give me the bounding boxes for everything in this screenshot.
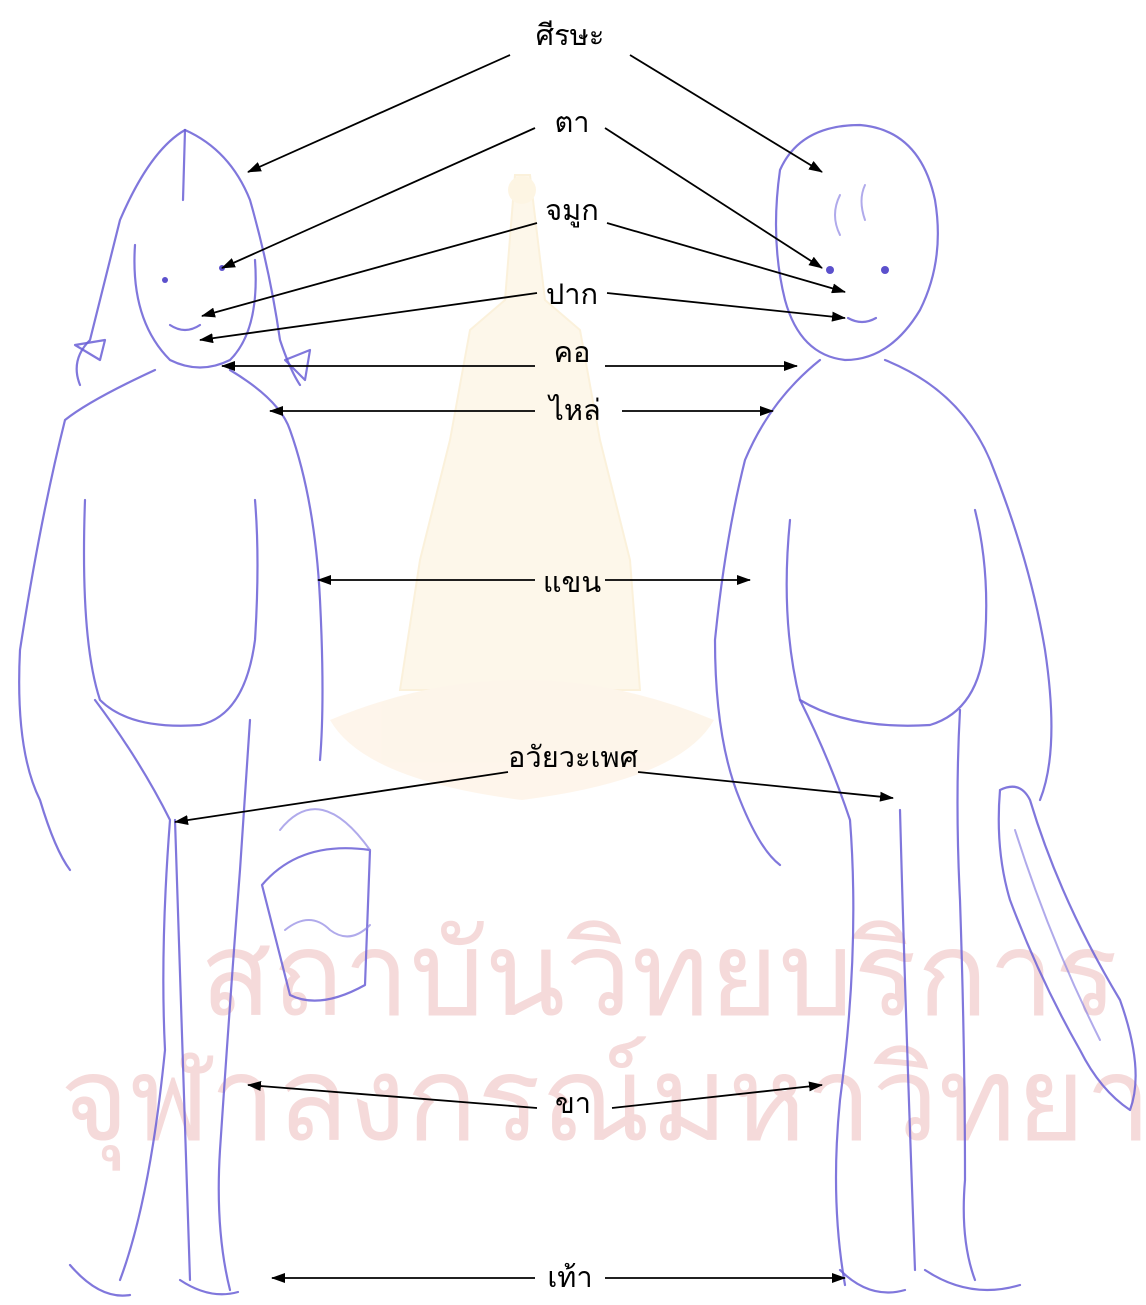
- label-nose: จมูก: [545, 193, 599, 228]
- watermark-text: สถาบันวิทยบริการ จุฬาลงกรณ์มหาวิทยาลัย: [60, 905, 1146, 1172]
- watermark-emblem: [330, 175, 714, 800]
- label-leg: ขา: [555, 1086, 591, 1120]
- arrow-eye-right: [605, 128, 822, 268]
- arrow-genitals-left: [175, 772, 508, 822]
- arrow-nose-right: [607, 223, 845, 292]
- arrow-genitals-right: [638, 772, 893, 798]
- label-neck: คอ: [554, 335, 591, 369]
- watermark-line-1: สถาบันวิทยบริการ: [200, 905, 1118, 1043]
- arrow-head-right: [630, 55, 822, 172]
- label-eye: ตา: [554, 105, 589, 139]
- label-foot: เท้า: [547, 1260, 592, 1294]
- arrow-nose-left: [202, 223, 537, 316]
- label-shoulder: ไหล่: [547, 393, 600, 427]
- label-genitals: อวัยวะเพศ: [508, 740, 639, 774]
- arrow-mouth-right: [607, 293, 845, 318]
- arrow-eye-left: [222, 128, 535, 268]
- label-head: ศีรษะ: [536, 18, 605, 52]
- label-mouth: ปาก: [546, 277, 598, 311]
- label-arm: แขน: [543, 565, 602, 599]
- arrow-head-left: [248, 55, 510, 172]
